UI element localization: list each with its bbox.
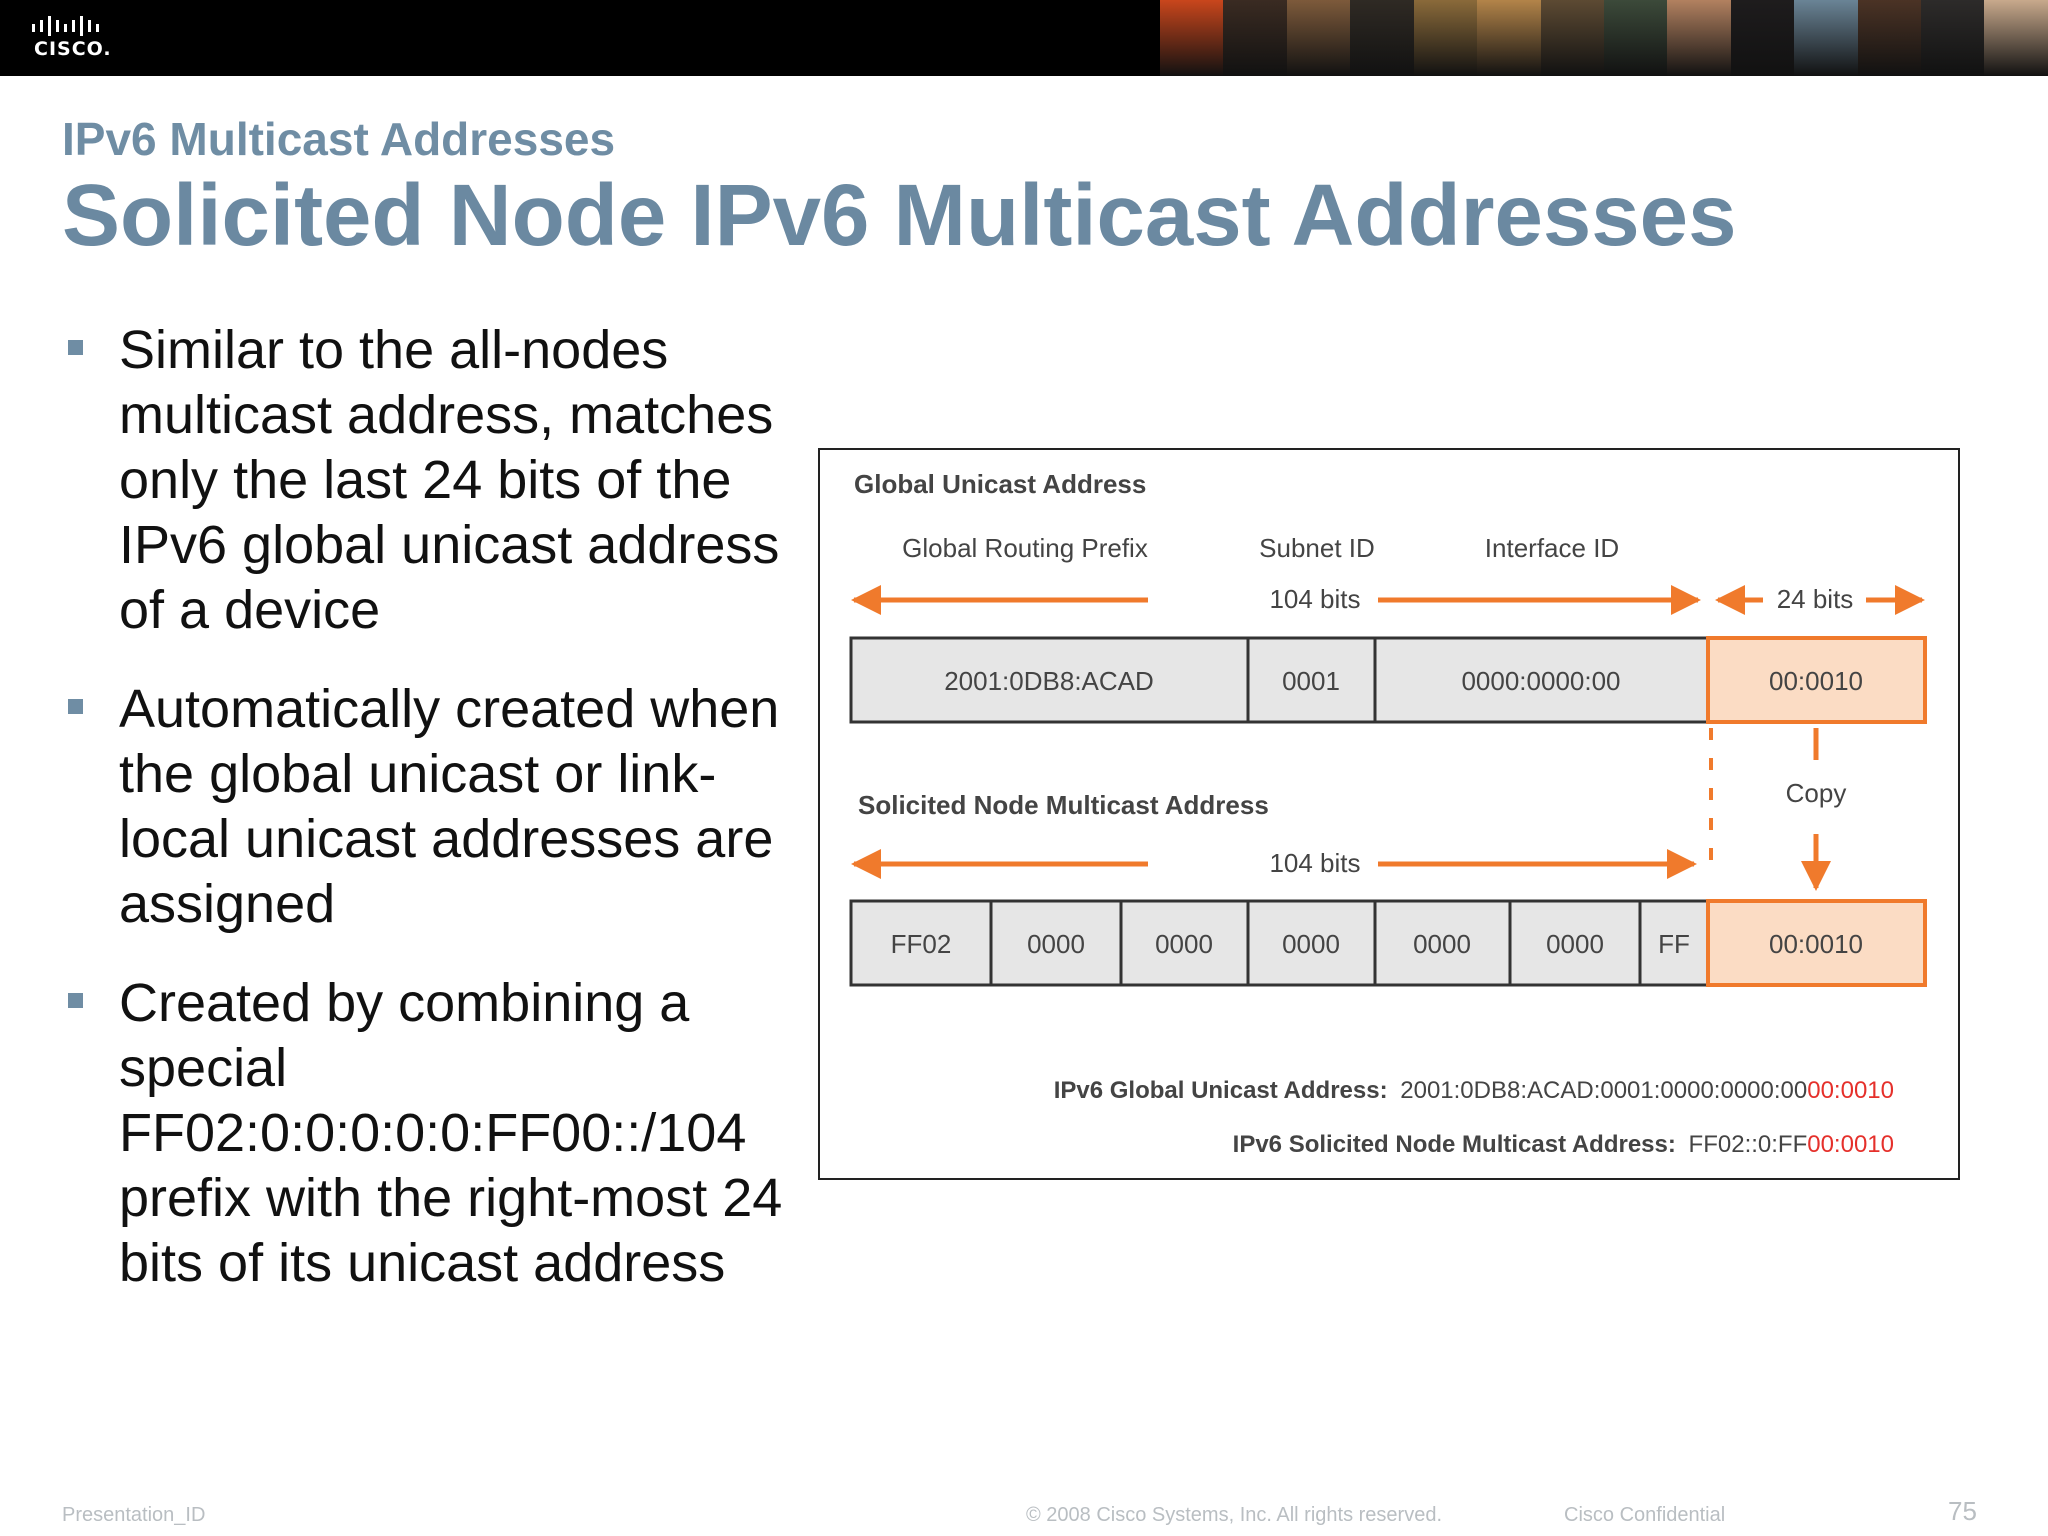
bullet-text: Similar to the all-nodes multicast addre… xyxy=(119,320,780,640)
global-unicast-summary: IPv6 Global Unicast Address: 2001:0DB8:A… xyxy=(1054,1077,1894,1104)
bits-104-label-bottom: 104 bits xyxy=(1269,848,1360,878)
bullet-item: Created by combining a special FF02:0:0:… xyxy=(68,971,798,1296)
banner-photo xyxy=(1921,0,1985,76)
bullet-list: Similar to the all-nodes multicast addre… xyxy=(68,318,798,1330)
solicited-node-title: Solicited Node Multicast Address xyxy=(858,790,1269,820)
diagram-frame xyxy=(818,448,1960,1180)
solicited-cell-highlight xyxy=(1706,899,1927,987)
subnet-id-label: Subnet ID xyxy=(1259,533,1375,563)
solicited-cell xyxy=(1508,899,1642,987)
summary-label: IPv6 Global Unicast Address: xyxy=(1054,1077,1388,1104)
slide-subtitle: IPv6 Multicast Addresses xyxy=(62,113,616,165)
bullet-item: Similar to the all-nodes multicast addre… xyxy=(68,318,798,643)
bits-24-label: 24 bits xyxy=(1777,584,1854,614)
solicited-cell-text: 0000 xyxy=(1027,929,1085,959)
global-cell xyxy=(1373,636,1710,724)
bullet-item: Automatically created when the global un… xyxy=(68,677,798,937)
global-cell xyxy=(1246,636,1377,724)
interface-id-label: Interface ID xyxy=(1485,533,1619,563)
solicited-node-diagram: Global Unicast Address Global Routing Pr… xyxy=(818,448,1960,1180)
global-cell xyxy=(849,636,1250,724)
solicited-cell xyxy=(1246,899,1377,987)
bullet-square-icon xyxy=(68,699,83,714)
banner-photo xyxy=(1160,0,1224,76)
banner-photo xyxy=(1730,0,1795,76)
solicited-cell-text: 00:0010 xyxy=(1769,929,1863,959)
summary-highlight: 00:0010 xyxy=(1807,1131,1894,1158)
footer-copyright: © 2008 Cisco Systems, Inc. All rights re… xyxy=(1026,1504,1443,1526)
solicited-cell-text: FF xyxy=(1658,929,1690,959)
banner-photo xyxy=(1477,0,1541,76)
global-unicast-title: Global Unicast Address xyxy=(854,469,1146,499)
banner-photo xyxy=(1603,0,1668,76)
banner-photo xyxy=(1984,0,2048,76)
banner-photo xyxy=(1286,0,1351,76)
global-cell-text: 0000:0000:00 xyxy=(1461,666,1620,696)
banner-photo xyxy=(1540,0,1604,76)
summary-label: IPv6 Solicited Node Multicast Address: xyxy=(1233,1131,1676,1158)
banner-photo xyxy=(1223,0,1287,76)
summary-highlight: 00:0010 xyxy=(1807,1077,1894,1104)
bullet-text: Created by combining a special FF02:0:0:… xyxy=(119,973,783,1293)
global-cell-text: 00:0010 xyxy=(1769,666,1863,696)
photo-strip xyxy=(1160,0,2048,76)
banner-photo xyxy=(1350,0,1414,76)
solicited-cell xyxy=(1373,899,1512,987)
solicited-cell-text: 0000 xyxy=(1155,929,1213,959)
global-address-row: 2001:0DB8:ACAD 0001 0000:0000:00 00:0010 xyxy=(849,636,1927,724)
page-number: 75 xyxy=(1948,1496,1977,1526)
bullet-square-icon xyxy=(68,340,83,355)
global-cell-highlight xyxy=(1706,636,1927,724)
routing-prefix-label: Global Routing Prefix xyxy=(902,533,1148,563)
solicited-cell xyxy=(1638,899,1710,987)
copy-label: Copy xyxy=(1786,778,1847,808)
footer-presentation-id: Presentation_ID xyxy=(62,1504,206,1526)
footer-confidential: Cisco Confidential xyxy=(1564,1504,1726,1526)
top-banner: CISCO. xyxy=(0,0,2048,76)
solicited-node-summary: IPv6 Solicited Node Multicast Address: F… xyxy=(1233,1131,1894,1158)
solicited-address-row: FF02 0000 0000 0000 0000 0000 FF 00:0010 xyxy=(849,899,1927,987)
global-cell-text: 0001 xyxy=(1282,666,1340,696)
summary-value: FF02::0:FF xyxy=(1689,1131,1808,1158)
cisco-logo-text: CISCO. xyxy=(34,38,112,60)
banner-photo xyxy=(1667,0,1731,76)
cisco-bars-icon xyxy=(32,16,99,36)
solicited-cell-text: 0000 xyxy=(1282,929,1340,959)
bullet-text: Automatically created when the global un… xyxy=(119,679,780,934)
solicited-cell-text: 0000 xyxy=(1546,929,1604,959)
slide-title: Solicited Node IPv6 Multicast Addresses xyxy=(62,167,1737,264)
solicited-cell-text: FF02 xyxy=(891,929,952,959)
bits-104-label-top: 104 bits xyxy=(1269,584,1360,614)
cisco-logo: CISCO. xyxy=(30,14,120,64)
summary-value: 2001:0DB8:ACAD:0001:0000:0000:00 xyxy=(1400,1077,1807,1104)
banner-photo xyxy=(1413,0,1478,76)
solicited-cell-text: 0000 xyxy=(1413,929,1471,959)
global-cell-text: 2001:0DB8:ACAD xyxy=(944,666,1154,696)
banner-photo xyxy=(1794,0,1858,76)
banner-photo xyxy=(1857,0,1922,76)
bullet-square-icon xyxy=(68,993,83,1008)
